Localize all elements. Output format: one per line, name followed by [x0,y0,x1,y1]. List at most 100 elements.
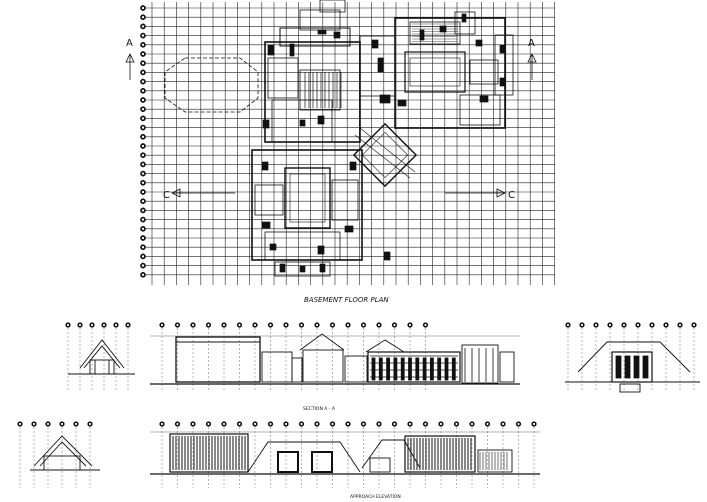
grid-bubble-center [90,323,94,327]
plan-wall-block [475,39,483,47]
grid-bubble-center [594,323,598,327]
grid-bubble-center [141,246,145,249]
grid-bubble-center [141,264,145,267]
plan-wall-block [317,245,325,255]
grid-bubble-center [160,422,164,426]
grid-bubble-center [66,323,70,327]
window-column [415,357,420,381]
grid-bubble-center [141,62,145,65]
window-column [378,357,383,381]
section-floor-lines [370,348,494,382]
section-main-building [150,333,520,385]
grid-bubble-center [580,323,584,327]
section-marker-a-left: A [125,38,135,80]
grid-bubble-center [141,71,145,74]
grid-bubble-center [60,422,64,426]
grid-bubble-center [377,323,381,327]
grid-bubble-center [141,236,145,240]
grid-bubble-center [315,323,319,327]
grid-bubble-center [141,34,145,37]
grid-bubble-center [88,422,92,426]
section-grid-bubbles [65,322,697,328]
window-column [386,357,391,381]
grid-bubble-center [114,323,118,327]
grid-bubble-center [141,16,145,19]
grid-bubble-center [486,422,489,426]
basement-floor-plan: A A C C BASEMENT FLOOR PLAN [125,0,555,304]
window-column [429,357,434,381]
grid-bubble-center [141,80,145,83]
grid-bubble-center [664,323,668,327]
grid-bubble-center [439,422,443,426]
grid-bubble-center [191,422,195,426]
plan-wall-block [499,77,506,87]
grid-bubble-center [141,273,145,276]
grid-bubble-center [222,422,226,426]
grid-bubble-center [424,323,427,327]
window-column [400,357,405,381]
window-column [437,357,442,381]
plan-wall-block [344,225,354,233]
plan-building-core [251,0,514,277]
grid-bubble-center [238,323,241,327]
plan-wall-block [349,161,357,171]
grid-bubble-center [141,200,145,203]
grid-bubble-center [141,181,145,184]
grid-bubble-center [300,422,303,426]
plan-wall-block [461,13,467,23]
grid-bubble-center [141,227,145,230]
grid-bubble-center [32,422,36,426]
plan-wall-block [499,44,506,54]
grid-bubble-center [141,117,145,120]
grid-bubble-center [377,422,381,426]
grid-bubble-center [393,422,396,426]
plan-wall-block [377,57,384,73]
grid-bubble-center [141,218,145,221]
grid-bubble-center [424,422,427,426]
plan-wall-block [299,265,306,273]
window-column [624,355,631,379]
grid-bubble-center [269,323,272,327]
grid-bubble-center [141,144,145,148]
grid-bubble-center [141,163,145,166]
grid-bubble-center [692,323,696,327]
window-column [444,357,449,381]
section-marker-label: A [528,38,535,49]
grid-bubble-center [141,43,145,46]
grid-bubble-center [222,323,226,327]
plan-wall-block [317,29,327,35]
plan-left-wing-outline [164,57,259,113]
grid-bubble-center [408,422,412,426]
plan-wall-block [397,99,407,107]
grid-bubble-center [284,323,288,327]
section-marker-a-right: A [527,38,537,80]
grid-bubble-center [18,422,22,426]
elevation-grid-bubbles [17,421,537,427]
section-marker-c-left: C [163,188,235,201]
grid-bubble-center [284,422,288,426]
plan-wall-block [379,94,391,104]
plan-wall-block [289,43,295,57]
grid-bubble-center [300,323,303,327]
plan-wall-block [299,119,306,127]
grid-bubble-center [141,172,145,175]
grid-bubble-center [331,422,334,426]
grid-bubble-center [470,422,474,426]
grid-bubble-center [408,323,412,327]
plan-wall-block [479,95,489,103]
plan-wall-block [317,115,325,125]
grid-bubble-center [253,323,257,327]
grid-bubble-center [346,422,350,426]
window-column [371,357,376,381]
grid-bubble-center [141,126,145,129]
grid-bubble-center [78,323,82,327]
elevation-grid-lines [19,427,540,488]
plan-wall-block [419,29,425,41]
plan-wall-block [383,251,391,261]
elevation-left-gable [30,435,100,471]
grid-bubble-center [126,323,130,327]
plan-wall-block [371,39,379,49]
grid-bubble-center [141,255,145,258]
grid-bubble-center [207,422,210,426]
plan-wall-block [261,221,271,229]
